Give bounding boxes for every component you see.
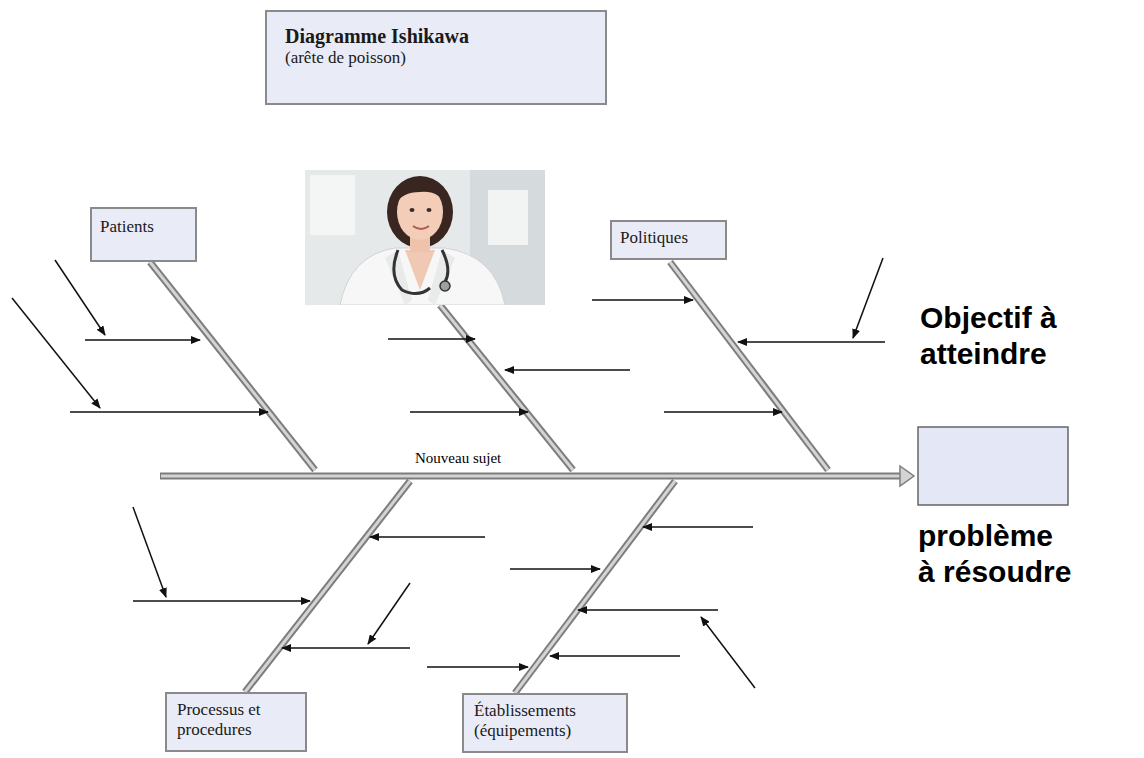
- problem-label: problème à résoudre: [918, 518, 1072, 590]
- spine: [160, 466, 914, 486]
- cause-arrows: [12, 258, 885, 688]
- subtitle-text: (arête de poisson): [285, 48, 587, 68]
- category-name: Processus et procedures: [177, 700, 295, 741]
- target-box: [918, 427, 1068, 505]
- category-box: Établissements (équipements): [462, 693, 628, 753]
- title-text: Diagramme Ishikawa: [285, 24, 587, 48]
- title-box: Diagramme Ishikawa(arête de poisson): [265, 10, 607, 105]
- category-box: Patients: [90, 207, 197, 262]
- spine-label: Nouveau sujet: [415, 449, 501, 467]
- category-name: Patients: [100, 217, 187, 237]
- category-box: Processus et procedures: [165, 692, 307, 752]
- category-name: Établissements (équipements): [474, 701, 616, 742]
- bones: [150, 262, 828, 693]
- doctor-photo: [305, 170, 545, 305]
- category-box: Politiques: [610, 220, 727, 260]
- category-name: Politiques: [620, 228, 717, 248]
- objective-label: Objectif à atteindre: [920, 300, 1058, 372]
